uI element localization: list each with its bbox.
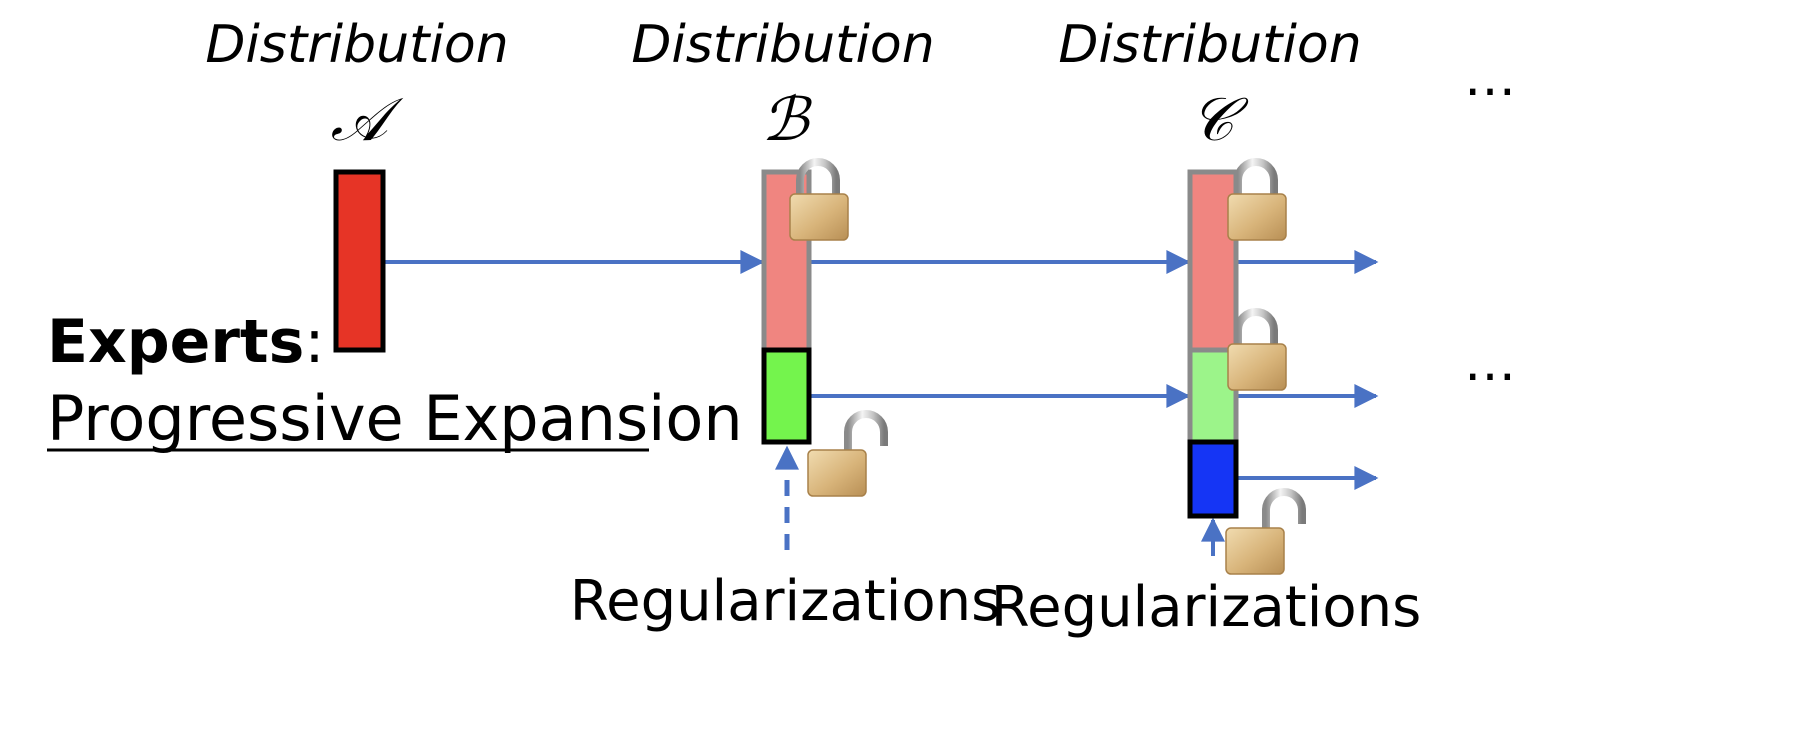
distribution-c-heading: Distribution <box>1058 15 1361 75</box>
padlock-locked-icon <box>790 162 848 240</box>
distribution-a-heading: Distribution <box>205 15 508 75</box>
padlock-unlocked-icon <box>808 414 884 496</box>
regularizations-label-b: Regularizations <box>570 569 1001 634</box>
padlock-locked-icon <box>1228 312 1286 390</box>
expert-b-new-green-block <box>761 347 812 445</box>
distribution-c-symbol: 𝒞 <box>1190 85 1249 155</box>
experts-label: Experts: <box>47 307 325 377</box>
progressive-expansion-subtitle: Progressive Expansion <box>47 382 743 455</box>
experts-colon: : <box>304 307 324 377</box>
expert-c-new-blue-block <box>1187 439 1239 519</box>
distribution-a-symbol: 𝒜 <box>331 85 404 155</box>
ellipsis-top: … <box>1464 48 1516 108</box>
distribution-b-heading: Distribution <box>631 15 934 75</box>
regularizations-label-c: Regularizations <box>991 575 1422 640</box>
ellipsis-middle: … <box>1464 333 1516 393</box>
expert-a-block <box>333 169 386 353</box>
experts-title: Experts <box>47 307 304 377</box>
padlock-locked-icon <box>1228 162 1286 240</box>
distribution-b-symbol: ℬ <box>761 85 812 155</box>
